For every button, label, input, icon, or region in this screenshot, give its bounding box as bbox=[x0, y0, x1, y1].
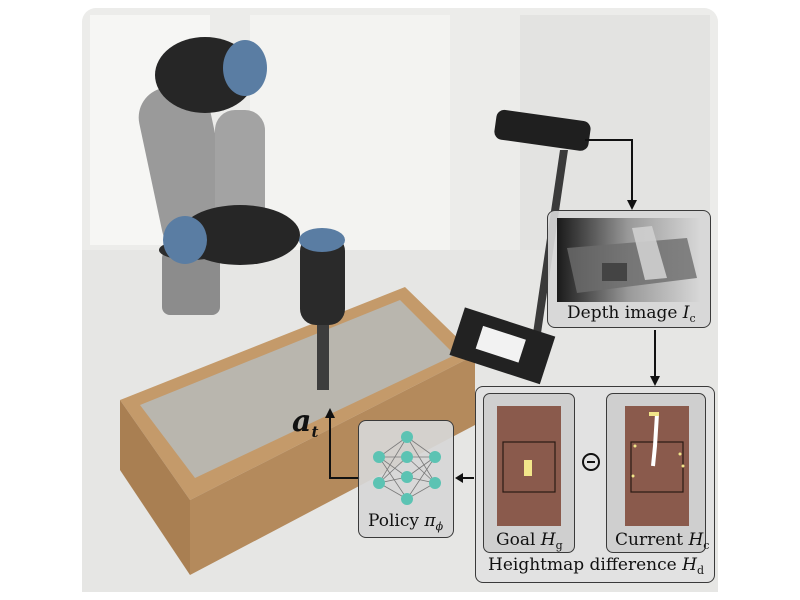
arrowhead-up bbox=[325, 408, 335, 418]
depth-image-panel: Depth image Ic bbox=[547, 210, 711, 328]
robot-base bbox=[162, 250, 220, 315]
nn-node bbox=[401, 471, 413, 483]
robot-shoulder-cap bbox=[223, 40, 267, 96]
nn-node bbox=[401, 493, 413, 505]
robot-arm bbox=[138, 37, 345, 390]
arrowhead-down-1 bbox=[627, 200, 637, 210]
heightmap-difference-panel: Goal Hg Current Hc Heightmap difference … bbox=[475, 386, 715, 583]
neural-network-icon bbox=[373, 431, 441, 505]
current-caption: Current Hc bbox=[615, 530, 710, 552]
nn-node bbox=[401, 431, 413, 443]
depth-camera bbox=[494, 109, 591, 151]
policy-caption: Policy πϕ bbox=[368, 511, 444, 533]
robot-elbow-cap bbox=[163, 216, 207, 264]
sandbox bbox=[120, 287, 475, 575]
robot-wrist-cap bbox=[299, 228, 345, 252]
arrow-heads bbox=[325, 200, 660, 483]
arrow-camera-to-depth bbox=[585, 139, 633, 202]
policy-panel: Policy πϕ bbox=[358, 420, 454, 538]
flow-arrows bbox=[329, 139, 656, 479]
depth-image-caption: Depth image Ic bbox=[567, 303, 696, 325]
nn-node bbox=[429, 477, 441, 489]
robot-wrist bbox=[300, 235, 345, 325]
sandbox-front-side bbox=[120, 400, 190, 575]
camera-mount bbox=[449, 109, 591, 385]
current-heightmap-panel: Current Hc bbox=[606, 393, 710, 553]
robot-elbow-joint bbox=[180, 205, 300, 265]
minus-operator-icon bbox=[582, 453, 600, 471]
sand-surface bbox=[140, 300, 455, 478]
robot-tool bbox=[317, 325, 329, 390]
arrowhead-down-2 bbox=[650, 376, 660, 386]
goal-heightmap bbox=[497, 406, 561, 526]
heightmap-difference-caption: Heightmap difference Hd bbox=[488, 555, 704, 577]
current-heightmap bbox=[625, 406, 689, 526]
sandbox-long-side bbox=[190, 355, 475, 575]
nn-node bbox=[373, 477, 385, 489]
goal-heightmap-panel: Goal Hg bbox=[483, 393, 575, 553]
calibration-marker-inner bbox=[475, 325, 526, 363]
arrowhead-left bbox=[455, 473, 463, 483]
action-label: at bbox=[292, 404, 319, 441]
robot-forearm bbox=[215, 110, 265, 230]
nn-node bbox=[429, 451, 441, 463]
depth-image bbox=[557, 218, 701, 302]
nn-node bbox=[401, 451, 413, 463]
goal-caption: Goal Hg bbox=[496, 530, 563, 552]
arrow-policy-to-action bbox=[329, 416, 360, 479]
nn-node bbox=[373, 451, 385, 463]
